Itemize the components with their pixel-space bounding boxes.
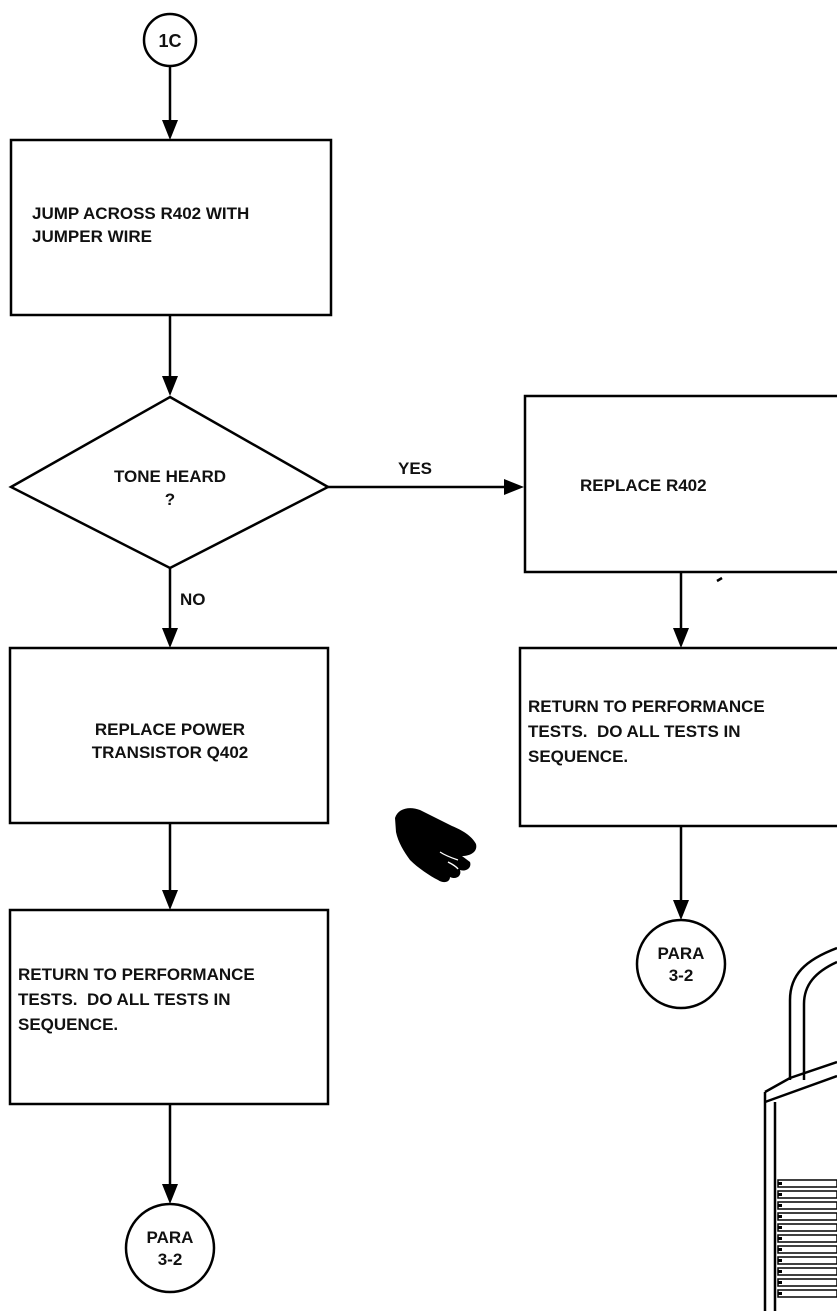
radio-equipment-illustration [763,946,837,1311]
decision-tone-heard: TONE HEARD ? [8,395,331,570]
arrowhead [162,628,178,648]
end-connector-left-line-2: 3-2 [158,1250,183,1269]
end-connector-right-line-1: PARA [658,944,705,963]
arrowhead [162,890,178,910]
end-connector-right-line-2: 3-2 [669,966,694,985]
step-return-right-box: RETURN TO PERFORMANCE TESTS. DO ALL TEST… [518,646,837,828]
scan-mark [716,576,723,583]
step-replace-resistor-label: REPLACE R402 [580,476,707,495]
step-return-right-line-3: SEQUENCE. [528,747,628,766]
step-return-left-line-1: RETURN TO PERFORMANCE [18,965,255,984]
step-return-right-line-1: RETURN TO PERFORMANCE [528,697,765,716]
arrowhead [504,479,524,495]
decision-line-2: ? [165,490,175,509]
end-connector-left-line-1: PARA [147,1228,194,1247]
no-branch-label: NO [180,590,206,609]
step-return-right-line-2: TESTS. DO ALL TESTS IN [528,722,741,741]
step-replace-transistor-box: REPLACE POWER TRANSISTOR Q402 [8,646,330,825]
end-connector-right: PARA 3-2 [635,918,727,1010]
arrowhead [673,628,689,648]
yes-branch-label: YES [398,459,432,478]
arrowhead [162,1184,178,1204]
arrowhead [162,120,178,140]
step-return-left-line-2: TESTS. DO ALL TESTS IN [18,990,231,1009]
step-replace-resistor-box: REPLACE R402 [523,394,837,574]
start-connector: 1C [142,12,198,68]
step-jump-box: JUMP ACROSS R402 WITH JUMPER WIRE [9,138,333,317]
step-replace-transistor-line-1: REPLACE POWER [95,720,245,739]
step-jump-line-2: JUMPER WIRE [32,227,152,246]
start-connector-label: 1C [158,31,181,51]
step-return-left-line-3: SEQUENCE. [18,1015,118,1034]
step-jump-line-1: JUMP ACROSS R402 WITH [32,204,249,223]
decision-line-1: TONE HEARD [114,467,226,486]
arrowhead [162,376,178,396]
step-return-left-box: RETURN TO PERFORMANCE TESTS. DO ALL TEST… [8,908,330,1106]
arrowhead [673,900,689,920]
step-replace-transistor-line-2: TRANSISTOR Q402 [92,743,249,762]
pointing-hand-icon [395,808,477,883]
end-connector-left: PARA 3-2 [124,1202,216,1294]
